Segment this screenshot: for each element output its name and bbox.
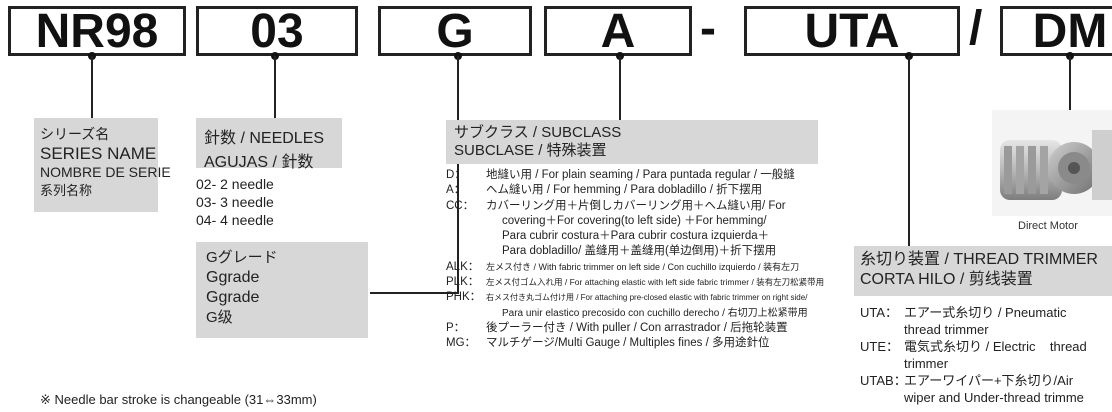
subclass-option: Para unir elastico precosido con cuchill… <box>502 307 808 319</box>
subclass-option: P：後プーラー付き / With puller / Con arrastrado… <box>446 321 788 334</box>
subclass-option: A：ヘム縫い用 / For hemming / Para dobladillo … <box>446 184 763 197</box>
series-label-zh: 系列名称 <box>40 183 93 198</box>
slash-separator: / <box>969 2 983 55</box>
direct-motor-image <box>992 110 1112 216</box>
subclass-option: CC：カバーリング用＋片倒しカバーリング用＋ヘム縫い用/ For <box>446 199 786 212</box>
motor-illustration <box>992 110 1112 216</box>
series-code-box: NR98 <box>8 5 186 58</box>
trimmer-option: trimmer <box>904 356 949 371</box>
subclass-option: Para cubrir costura＋Para cubrir costura … <box>502 230 770 243</box>
series-connector-line <box>91 56 93 118</box>
needle-option: 03- 3 needle <box>196 194 274 210</box>
subclass-option: Para dobladillo/ 盖缝用＋盖缝用(单边倒用)＋折下摆用 <box>502 245 777 258</box>
needle-option: 04- 4 needle <box>196 212 274 228</box>
trimmer-option: UTAB：エアーワイパー+下糸切り/Air <box>860 373 1074 388</box>
trimmer-label-line1: 糸切り装置 / THREAD TRIMMER <box>860 251 1098 268</box>
subclass-option: ALK：左メス付き / With fabric trimmer on left … <box>446 260 800 273</box>
subclass-option: PHK：右メス付き丸ゴム付け用 / For attaching pre-clos… <box>446 291 808 304</box>
trimmer-option: thread trimmer <box>904 322 989 337</box>
grade-label-es: Ggrade <box>206 289 260 306</box>
subclass-code-box: A <box>544 5 692 58</box>
trimmer-connector-line <box>908 56 910 246</box>
series-label-en: SERIES NAME <box>40 144 157 163</box>
subclass-list: D：地縫い用 / For plain seaming / Para puntad… <box>446 168 824 352</box>
motor-connector-line <box>1069 56 1071 110</box>
grade-connector-horizontal <box>370 292 459 294</box>
needles-list: 02- 2 needle 03- 3 needle 04- 4 needle <box>196 175 274 229</box>
subclass-label-line1: サブクラス / SUBCLASS <box>454 124 622 141</box>
motor-code-box: DM <box>1000 5 1112 58</box>
needles-label: 針数 / NEEDLES AGUJAS / 針数 <box>196 118 342 171</box>
direct-motor-caption: Direct Motor <box>1018 220 1078 232</box>
dash-separator: - <box>700 2 716 55</box>
trimmer-option: wiper and Under-thread trimme <box>904 390 1084 405</box>
subclass-option: MG：マルチゲージ/Multi Gauge / Multiples fines … <box>446 337 770 350</box>
needles-code-box: 03 <box>196 5 358 58</box>
subclass-option: PLK：左メス付ゴム入れ用 / For attaching elastic wi… <box>446 276 825 289</box>
needles-label-line1: 針数 / NEEDLES <box>204 130 325 147</box>
series-name-label: シリーズ名 SERIES NAME NOMBRE DE SERIE 系列名称 <box>34 118 171 212</box>
footnote: ※ Needle bar stroke is changeable (31⇔33… <box>40 392 317 407</box>
series-label-es: NOMBRE DE SERIE <box>40 164 171 180</box>
needles-connector-line <box>274 56 276 118</box>
grade-label-en: Ggrade <box>206 269 260 286</box>
thread-trimmer-list: UTA：エアー式糸切り / Pneumatic thread trimmer U… <box>860 304 1087 406</box>
grade-connector-line <box>457 56 459 294</box>
grade-label-zh: G级 <box>206 309 233 326</box>
grade-label-ja: Gグレード <box>206 249 278 266</box>
trimmer-label-line2: CORTA HILO / 剪线装置 <box>860 271 1033 288</box>
needles-label-line2: AGUJAS / 針数 <box>204 154 314 171</box>
subclass-connector-line <box>619 56 621 120</box>
thread-trimmer-label: 糸切り装置 / THREAD TRIMMER CORTA HILO / 剪线装置 <box>854 246 1112 296</box>
trimmer-option: UTE：電気式糸切り / Electric thread <box>860 339 1087 354</box>
subclass-label: サブクラス / SUBCLASS SUBCLASE / 特殊装置 <box>446 120 818 164</box>
subclass-label-line2: SUBCLASE / 特殊装置 <box>454 142 607 159</box>
subclass-option: D：地縫い用 / For plain seaming / Para puntad… <box>446 169 795 181</box>
trimmer-option: UTA：エアー式糸切り / Pneumatic <box>860 305 1067 320</box>
subclass-option: covering＋For covering(to left side) ＋For… <box>502 214 767 227</box>
trimmer-code-box: UTA <box>744 5 960 58</box>
needle-option: 02- 2 needle <box>196 176 274 192</box>
series-label-ja: シリーズ名 <box>40 126 110 142</box>
grade-label: Gグレード Ggrade Ggrade G级 <box>196 242 368 338</box>
grade-code-box: G <box>378 5 532 58</box>
